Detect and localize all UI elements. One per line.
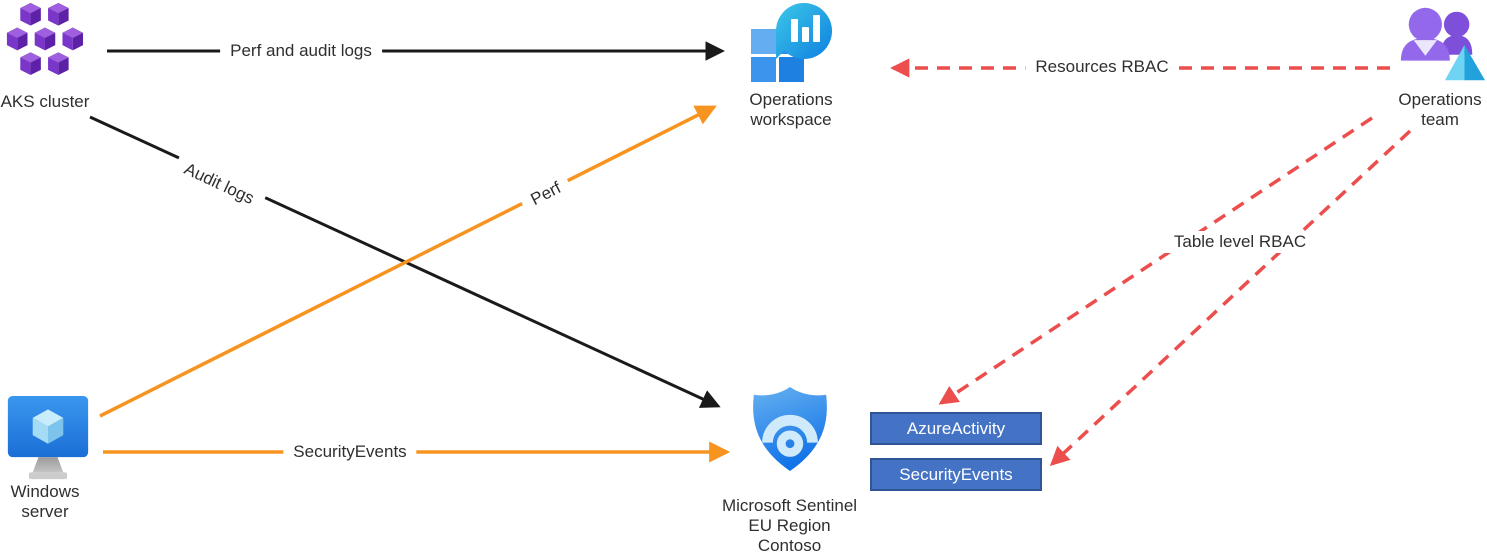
windows-server-label: Windows server	[10, 482, 80, 521]
log-analytics-workspace-icon	[745, 2, 837, 91]
table-azure-activity: AzureActivity	[870, 412, 1042, 445]
edge-label-resources-rbac: Resources RBAC	[1025, 56, 1179, 78]
sentinel-shield-icon	[747, 383, 833, 480]
microsoft-sentinel-label: Microsoft Sentinel EU Region Contoso	[721, 496, 858, 555]
operations-team-label: Operations team	[1398, 90, 1482, 129]
windows-server-icon	[5, 393, 91, 488]
table-security-events: SecurityEvents	[870, 458, 1042, 491]
aks-cluster-icon	[6, 3, 86, 80]
arrow-perf	[99, 105, 717, 418]
edge-label-table-level-rbac: Table level RBAC	[1163, 231, 1317, 253]
operations-workspace-label: Operations workspace	[749, 90, 833, 129]
arrow-table-rbac-securityevents	[1049, 129, 1412, 466]
arrow-table-rbac-azureactivity	[938, 116, 1373, 405]
edge-label-perf-and-audit-logs: Perf and audit logs	[220, 40, 382, 62]
operations-team-icon	[1396, 3, 1486, 90]
aks-cluster-label: AKS cluster	[0, 92, 90, 111]
edge-label-security-events: SecurityEvents	[283, 441, 417, 463]
